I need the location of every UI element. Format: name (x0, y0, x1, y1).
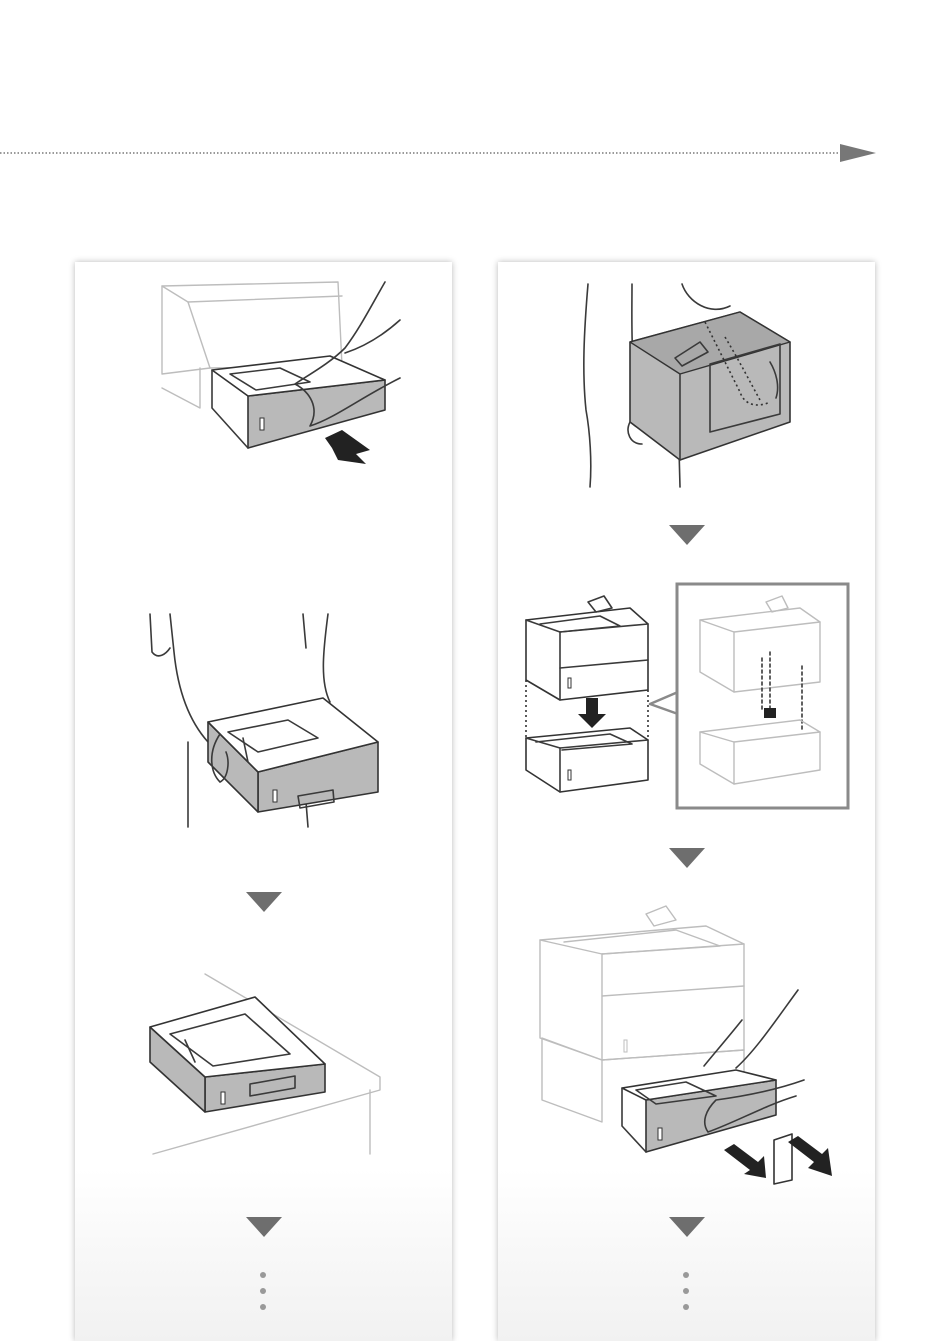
pull-arrow-icon (788, 1136, 832, 1176)
carry-paper-feeder-illustration (148, 612, 384, 832)
push-arrow-icon (325, 430, 370, 464)
step-down-arrow-icon (246, 1217, 282, 1239)
step-down-arrow-icon (246, 892, 282, 914)
lift-printer-illustration (570, 282, 800, 492)
triangle-right-icon (840, 144, 876, 162)
dotted-progress-line (0, 144, 950, 164)
feeder-on-table-illustration (145, 972, 385, 1162)
stack-printer-on-feeder-illustration (520, 580, 852, 812)
vertical-ellipsis-icon (681, 1270, 691, 1314)
insert-paper-drawer-illustration (160, 278, 410, 468)
stack-arrow-icon (578, 698, 606, 728)
step-down-arrow-icon (669, 525, 705, 547)
vertical-ellipsis-icon (258, 1270, 268, 1314)
step-down-arrow-icon (669, 848, 705, 870)
pull-arrow-icon (724, 1144, 766, 1178)
step-down-arrow-icon (669, 1217, 705, 1239)
pull-out-drawer-illustration (536, 900, 836, 1185)
